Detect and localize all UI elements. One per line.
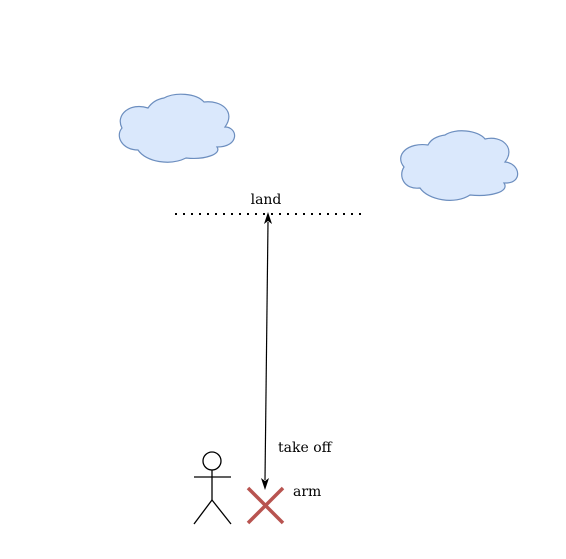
take-off-label: take off [278,440,333,456]
take-off-arrow [261,212,272,490]
arrowhead-down-icon [261,478,269,490]
cloud-right [400,130,519,201]
land-label: land [251,192,282,208]
arrowhead-up-icon [264,212,272,224]
cross-x-icon [246,486,285,525]
arm-label: arm [293,484,321,500]
cloud-left [118,93,236,163]
stick-figure-icon [193,451,232,525]
